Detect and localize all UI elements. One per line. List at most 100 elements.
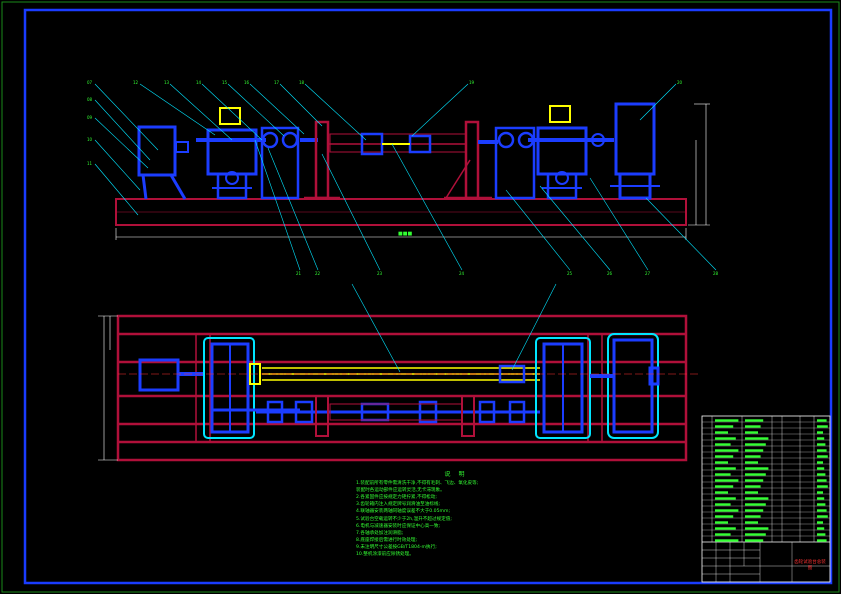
leader-lines-front bbox=[94, 83, 717, 271]
svg-text:24: 24 bbox=[459, 271, 465, 276]
parts-list-cell-text bbox=[745, 503, 766, 506]
svg-text:10: 10 bbox=[87, 137, 93, 142]
parts-list-cell-text bbox=[817, 479, 827, 482]
gearbox-left bbox=[196, 107, 266, 200]
parts-list-cell-text bbox=[745, 515, 761, 518]
parts-list-cell-text bbox=[745, 521, 758, 524]
parts-list-cell-text bbox=[745, 467, 769, 470]
note-line: 8.底座焊接后需进行时效处理; bbox=[356, 537, 418, 543]
front-view: ■■■ bbox=[115, 102, 710, 240]
parts-list-cell-text bbox=[817, 539, 827, 542]
parts-list-cell-text bbox=[817, 491, 823, 494]
notes-title: 说 明 bbox=[444, 471, 468, 478]
svg-text:28: 28 bbox=[713, 271, 719, 276]
parts-list-cell-text bbox=[745, 425, 761, 428]
parts-list-cell-text bbox=[817, 527, 825, 530]
parts-list-cell-text bbox=[817, 425, 828, 428]
note-line: 1.装配前所有零件需清洗干净,不得有毛刺、飞边、氧化皮等; bbox=[356, 481, 479, 487]
parts-list-cell-text bbox=[715, 539, 739, 542]
parts-list-cell-text bbox=[715, 431, 728, 434]
parts-list-cell-text bbox=[745, 419, 764, 422]
center-shaft bbox=[328, 132, 467, 156]
leader-lines-top bbox=[351, 283, 557, 373]
parts-list-cell-text bbox=[817, 431, 823, 434]
parts-list-cell-text bbox=[715, 485, 734, 488]
parts-list-cell-text bbox=[745, 461, 758, 464]
parts-list-cell-text bbox=[715, 443, 731, 446]
note-line: 7.各轴承处加注润滑脂; bbox=[356, 530, 404, 536]
svg-text:25: 25 bbox=[567, 271, 573, 276]
svg-text:18: 18 bbox=[299, 80, 305, 85]
svg-text:12: 12 bbox=[133, 80, 139, 85]
parts-list-cell-text bbox=[745, 485, 761, 488]
parts-list-cell-text bbox=[745, 455, 761, 458]
parts-list-cell-text bbox=[745, 509, 764, 512]
note-line: 5.试验台空载运转不少于2h,温升不超过规定值; bbox=[356, 516, 452, 522]
parts-list-cell-text bbox=[715, 503, 731, 506]
svg-text:16: 16 bbox=[244, 80, 250, 85]
parts-list-cell-text bbox=[817, 485, 828, 488]
left-motor bbox=[137, 125, 189, 200]
parts-list-cell-text bbox=[745, 491, 758, 494]
svg-text:09: 09 bbox=[87, 115, 93, 120]
technical-notes: 说 明 1.装配前所有零件需清洗干净,不得有毛刺、飞边、氧化皮等; 装配时各运动… bbox=[356, 471, 556, 558]
parts-list-cell-text bbox=[817, 497, 825, 500]
parts-list-cell-text bbox=[715, 461, 728, 464]
parts-list-cell-text bbox=[715, 437, 736, 440]
parts-list-cell-text bbox=[817, 473, 826, 476]
parts-list-cell-text bbox=[817, 461, 823, 464]
note-line: 4.联轴器安装两轴同轴度误差不大于0.05mm; bbox=[356, 509, 451, 515]
svg-text:19: 19 bbox=[469, 80, 475, 85]
note-line: 2.各紧固件应按规定力矩拧紧,不得松动; bbox=[356, 495, 437, 501]
parts-list-cell-text bbox=[745, 479, 764, 482]
parts-list-cell-text bbox=[745, 527, 769, 530]
drawing-title: 齿轮试验台总装图 bbox=[794, 560, 826, 571]
parts-list bbox=[701, 415, 831, 583]
svg-text:23: 23 bbox=[377, 271, 383, 276]
note-line: 10.整机涂漆前应除锈处理。 bbox=[356, 552, 414, 558]
gearbox-right bbox=[528, 105, 614, 200]
bearing-housing-right bbox=[478, 126, 536, 200]
parts-list-cell-text bbox=[715, 479, 739, 482]
svg-text:11: 11 bbox=[87, 161, 93, 166]
svg-text:14: 14 bbox=[196, 80, 202, 85]
note-line: 装配时各运动部件应运转灵活,无卡滞现象。 bbox=[356, 488, 445, 494]
parts-list-cell-text bbox=[817, 503, 826, 506]
svg-text:17: 17 bbox=[274, 80, 280, 85]
drawing-border bbox=[23, 8, 833, 585]
parts-list-cell-text bbox=[817, 443, 826, 446]
support-bracket-left bbox=[304, 120, 340, 200]
parts-list-cell-text bbox=[745, 497, 769, 500]
parts-list-cell-text bbox=[715, 533, 731, 536]
parts-list-cell-text bbox=[715, 527, 736, 530]
parts-list-cell-text bbox=[745, 431, 758, 434]
parts-list-cell-text bbox=[817, 437, 825, 440]
note-line: 6.电机与减速器安装时应保证中心高一致; bbox=[356, 523, 441, 529]
svg-text:20: 20 bbox=[677, 80, 683, 85]
front-dimensions bbox=[115, 103, 710, 240]
svg-text:27: 27 bbox=[645, 271, 651, 276]
parts-list-cell-text bbox=[715, 425, 734, 428]
parts-list-cell-text bbox=[745, 539, 764, 542]
parts-list-cell-text bbox=[745, 449, 764, 452]
parts-list-cell-text bbox=[817, 533, 826, 536]
parts-list-cell-text bbox=[745, 437, 769, 440]
bearing-housing-left bbox=[260, 126, 318, 200]
svg-text:21: 21 bbox=[296, 271, 302, 276]
parts-list-cell-text bbox=[715, 455, 734, 458]
svg-text:■■■: ■■■ bbox=[398, 231, 412, 237]
svg-text:15: 15 bbox=[222, 80, 228, 85]
parts-list-cell-text bbox=[745, 443, 766, 446]
parts-list-cell-text bbox=[817, 467, 825, 470]
parts-list-cell-text bbox=[715, 491, 728, 494]
parts-list-cell-text bbox=[715, 497, 736, 500]
parts-list-cell-text bbox=[715, 509, 739, 512]
top-view bbox=[98, 314, 700, 462]
note-line: 3.齿轮箱内注入规定牌号润滑油至油标线; bbox=[356, 502, 441, 508]
right-motor bbox=[610, 102, 660, 200]
parts-list-cell-text bbox=[817, 449, 827, 452]
support-bracket-right bbox=[444, 120, 492, 200]
parts-list-cell-text bbox=[817, 419, 827, 422]
